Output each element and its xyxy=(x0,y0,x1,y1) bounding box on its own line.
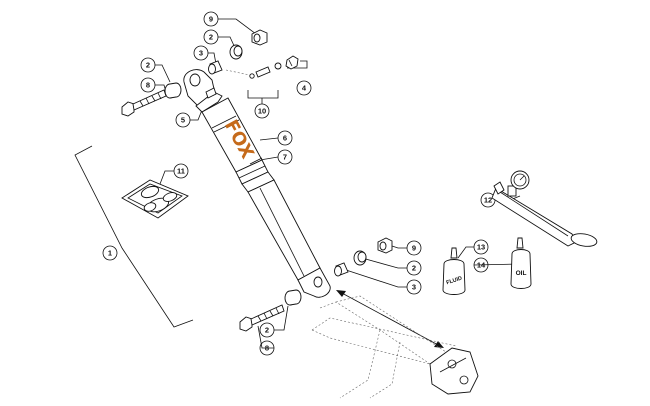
callout-4: 4 xyxy=(302,84,307,93)
callout-9-top: 9 xyxy=(209,15,213,24)
callout-10: 10 xyxy=(258,107,266,116)
upper-bolt-icon xyxy=(121,89,167,117)
callout-13: 13 xyxy=(477,243,485,252)
upper-right-spacer-icon xyxy=(229,44,243,60)
oil-bottle-label: OIL xyxy=(516,270,527,277)
spanner-gauge-tool-icon xyxy=(491,170,598,247)
callout-1: 1 xyxy=(108,249,112,258)
callout-6: 6 xyxy=(283,134,287,143)
callout-7: 7 xyxy=(283,153,287,162)
lower-left-spacer-icon xyxy=(284,289,302,306)
upper-nut-icon xyxy=(251,29,268,46)
upper-bushing-icon xyxy=(208,60,223,75)
callout-14: 14 xyxy=(477,261,486,270)
lower-nut-icon xyxy=(377,237,393,254)
upper-hardware xyxy=(121,29,299,117)
decal-kit-icon xyxy=(121,179,189,219)
callout-2-left: 2 xyxy=(146,61,150,70)
callouts: 9 2 3 2 8 4 10 5 6 7 11 1 12 13 14 9 2 3 xyxy=(102,11,496,356)
oil-bottle-icon: OIL xyxy=(510,237,532,289)
callout-2-top: 2 xyxy=(209,33,213,42)
callout-5: 5 xyxy=(181,116,185,125)
a-arm-reference-icon xyxy=(311,295,479,399)
shock-absorber-icon: FOX xyxy=(183,69,331,298)
callout-2-right: 2 xyxy=(412,264,416,273)
lower-bushing-icon xyxy=(334,262,349,277)
valve-assembly-icon xyxy=(225,55,299,79)
callout-9-bottom: 9 xyxy=(412,244,416,253)
install-direction-arrow xyxy=(336,290,444,348)
fluid-bottle-label: FLUID xyxy=(446,276,463,287)
lower-hardware xyxy=(239,237,393,332)
fluid-bottle-icon: FLUID xyxy=(442,247,466,295)
callout-3-bottom: 3 xyxy=(412,283,416,292)
callout-2-bottom: 2 xyxy=(265,326,269,335)
callout-8-bottom: 8 xyxy=(265,344,269,353)
callout-3-top: 3 xyxy=(199,49,203,58)
upper-left-spacer-icon xyxy=(164,82,182,99)
callout-12: 12 xyxy=(484,196,492,205)
callout-8-top: 8 xyxy=(146,81,150,90)
callout-11: 11 xyxy=(177,167,185,176)
lower-right-spacer-icon xyxy=(353,250,367,266)
lower-bolt-icon xyxy=(239,304,285,332)
